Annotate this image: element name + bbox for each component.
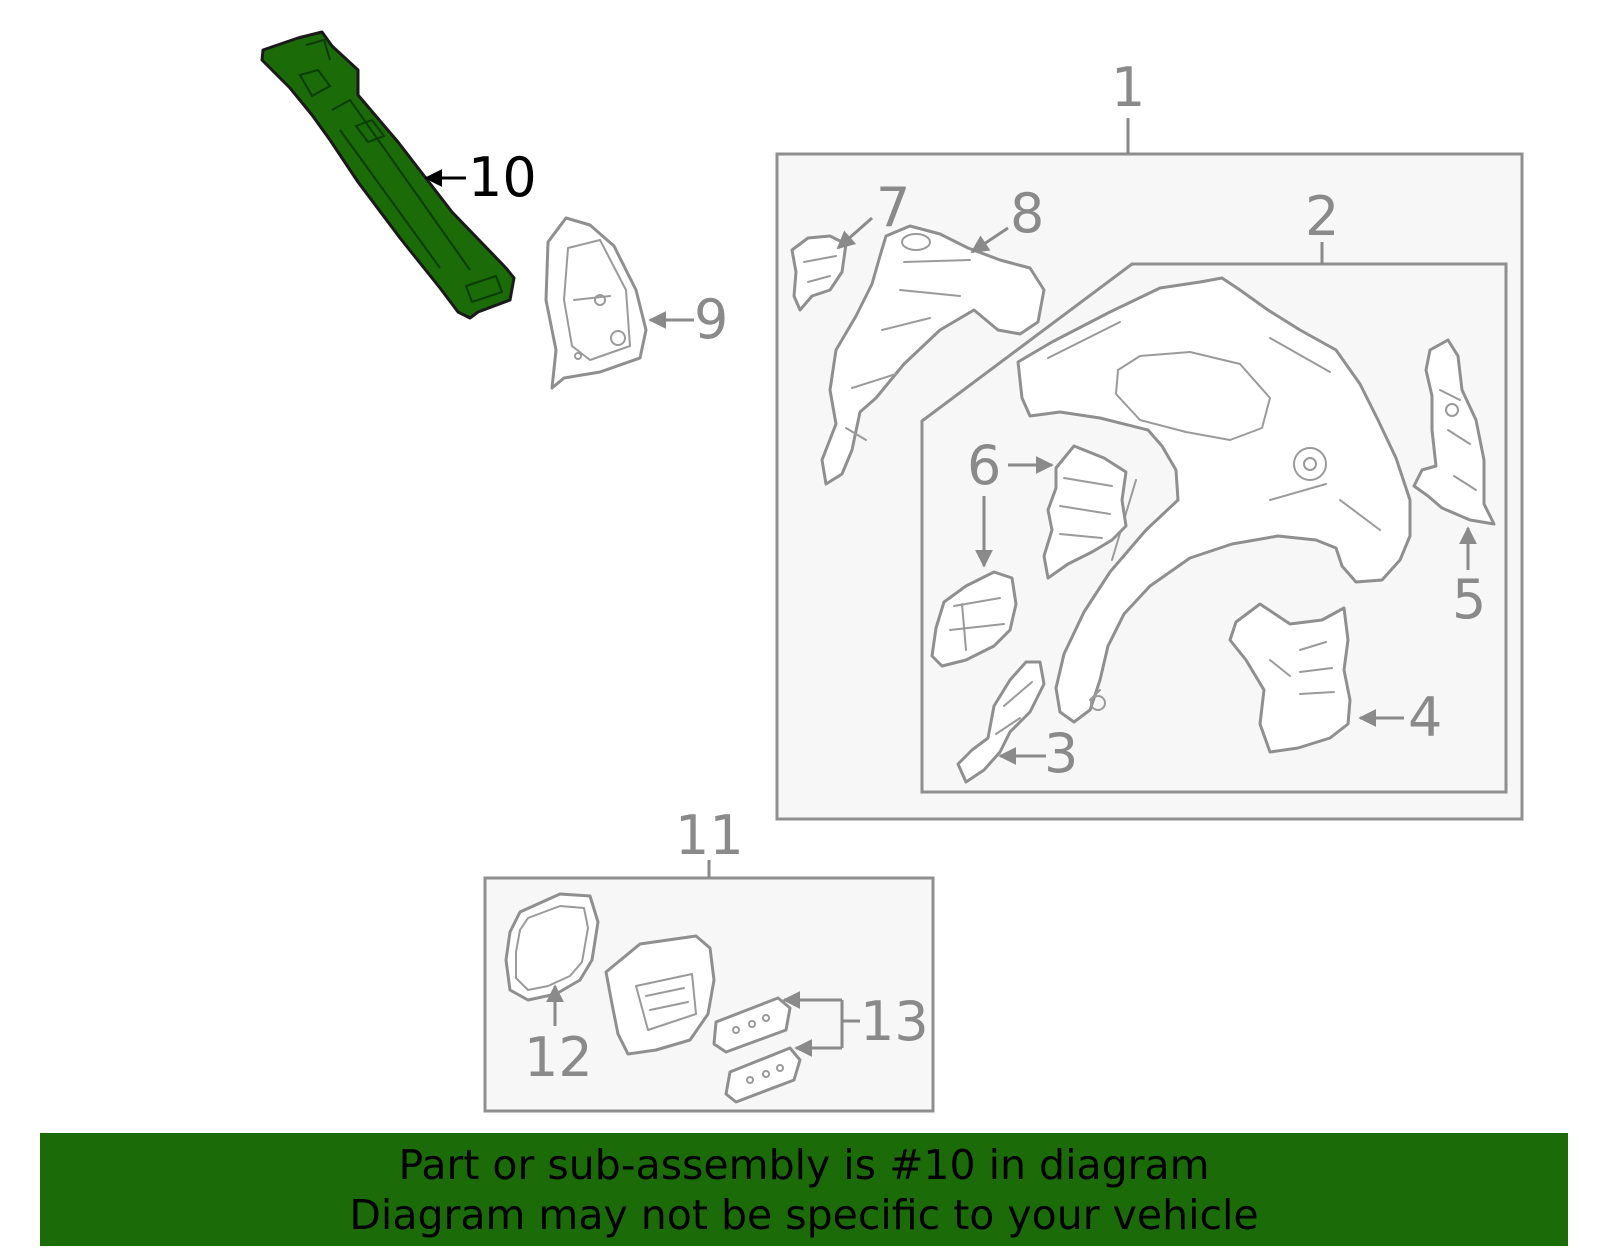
callout-10[interactable]: 10 (468, 146, 537, 209)
callout-3[interactable]: 3 (1044, 722, 1078, 785)
callout-9[interactable]: 9 (694, 288, 728, 351)
part-13-plugs[interactable] (712, 996, 802, 1104)
callout-8[interactable]: 8 (1010, 182, 1044, 245)
callout-7[interactable]: 7 (876, 176, 910, 239)
callout-2[interactable]: 2 (1305, 185, 1339, 248)
callout-13[interactable]: 13 (860, 990, 929, 1053)
part-3[interactable] (956, 660, 1046, 784)
banner-line-2: Diagram may not be specific to your vehi… (349, 1190, 1259, 1239)
part-5[interactable] (1412, 338, 1496, 526)
callout-1[interactable]: 1 (1111, 56, 1145, 119)
callout-12[interactable]: 12 (524, 1026, 593, 1089)
part-6-upper[interactable] (1042, 444, 1128, 580)
callout-6[interactable]: 6 (967, 434, 1001, 497)
banner-line-1: Part or sub-assembly is #10 in diagram (398, 1140, 1210, 1189)
part-10-highlighted[interactable] (260, 30, 516, 320)
callout-11[interactable]: 11 (675, 804, 744, 867)
part-6-lower[interactable] (930, 570, 1018, 668)
part-8[interactable] (820, 224, 1046, 486)
part-11-housing[interactable] (604, 934, 716, 1056)
callout-4[interactable]: 4 (1408, 686, 1442, 749)
part-7[interactable] (790, 234, 848, 312)
part-4[interactable] (1228, 602, 1352, 754)
part-9[interactable] (544, 216, 648, 390)
part-12[interactable] (504, 892, 600, 1002)
info-banner: Part or sub-assembly is #10 in diagram D… (40, 1133, 1568, 1246)
callout-5[interactable]: 5 (1452, 568, 1486, 631)
